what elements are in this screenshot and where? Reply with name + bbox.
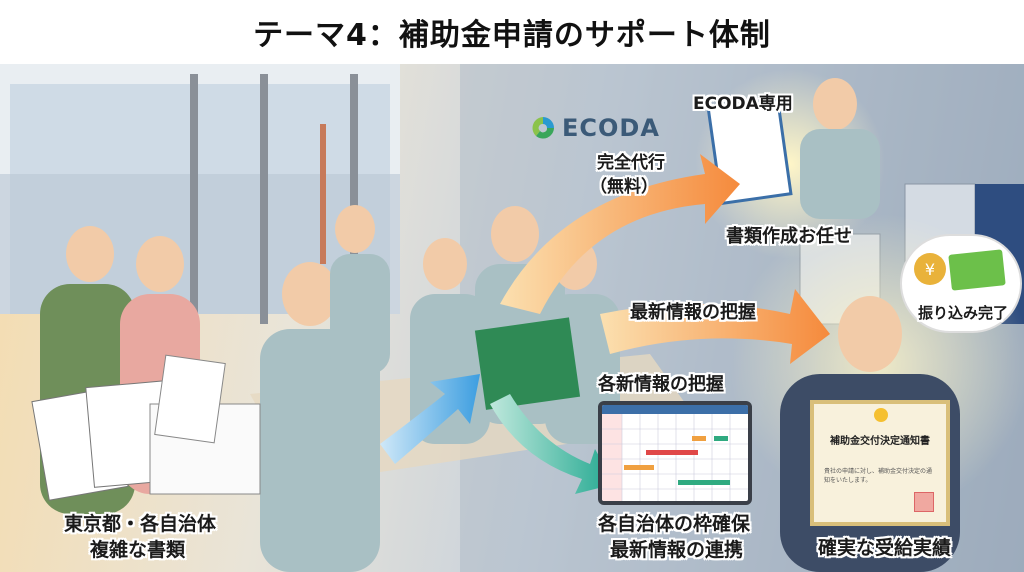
thought-bubble: ¥ xyxy=(900,234,1022,333)
ecoda-logo: ECODA xyxy=(530,114,660,142)
sun-icon xyxy=(874,408,888,422)
label-transfer-complete: 振り込み完了 xyxy=(918,304,1009,322)
arrow-to-calendar xyxy=(490,394,615,494)
ecoda-logo-icon xyxy=(532,117,554,139)
certificate-title: 補助金交付決定通知書 xyxy=(830,436,930,447)
document-stack xyxy=(31,354,261,501)
title-bar: テーマ4：補助金申請のサポート体制 xyxy=(0,0,1024,64)
ecoda-binder xyxy=(474,317,581,410)
arrow-to-staff xyxy=(380,374,480,464)
certificate-body: 貴社の申請に対し、補助金交付決定の通知をいたします。 xyxy=(824,468,933,484)
label-document-creation: 書類作成お任せ xyxy=(726,226,852,247)
calendar-grid xyxy=(602,414,748,501)
label-info-coordination: 最新情報の連携 xyxy=(610,539,744,561)
subsidy-notice-certificate: 補助金交付決定通知書 貴社の申請に対し、補助金交付決定の通知をいたします。 xyxy=(810,400,950,526)
seal-stamp xyxy=(914,492,934,512)
svg-text:¥: ¥ xyxy=(925,260,935,279)
label-latest-info: 最新情報の把握 xyxy=(630,302,756,323)
label-ecoda-dedicated: ECODA専用 xyxy=(693,94,793,114)
page-title: テーマ4：補助金申請のサポート体制 xyxy=(253,18,771,53)
arrow-full-service xyxy=(500,154,740,314)
label-free: （無料） xyxy=(590,177,658,197)
label-each-latest-info: 各新情報の把握 xyxy=(598,374,724,395)
illustration-scene: ECODA ¥ 補助金交付決定通知書 貴社の申請に対し xyxy=(0,64,1024,572)
logo-text: ECODA xyxy=(562,114,660,142)
arrow-latest-info xyxy=(600,289,830,364)
label-tokyo-municipalities: 東京都・各自治体 xyxy=(64,513,217,535)
yen-passbook-icon: ¥ xyxy=(914,249,1006,291)
window xyxy=(0,64,400,324)
calendar-tablet xyxy=(598,401,752,505)
label-secure-quota: 各自治体の枠確保 xyxy=(598,513,751,535)
label-complex-documents: 複雑な書類 xyxy=(90,539,186,561)
label-full-service: 完全代行 xyxy=(597,153,665,173)
label-reliable-results: 確実な受給実績 xyxy=(818,537,952,559)
